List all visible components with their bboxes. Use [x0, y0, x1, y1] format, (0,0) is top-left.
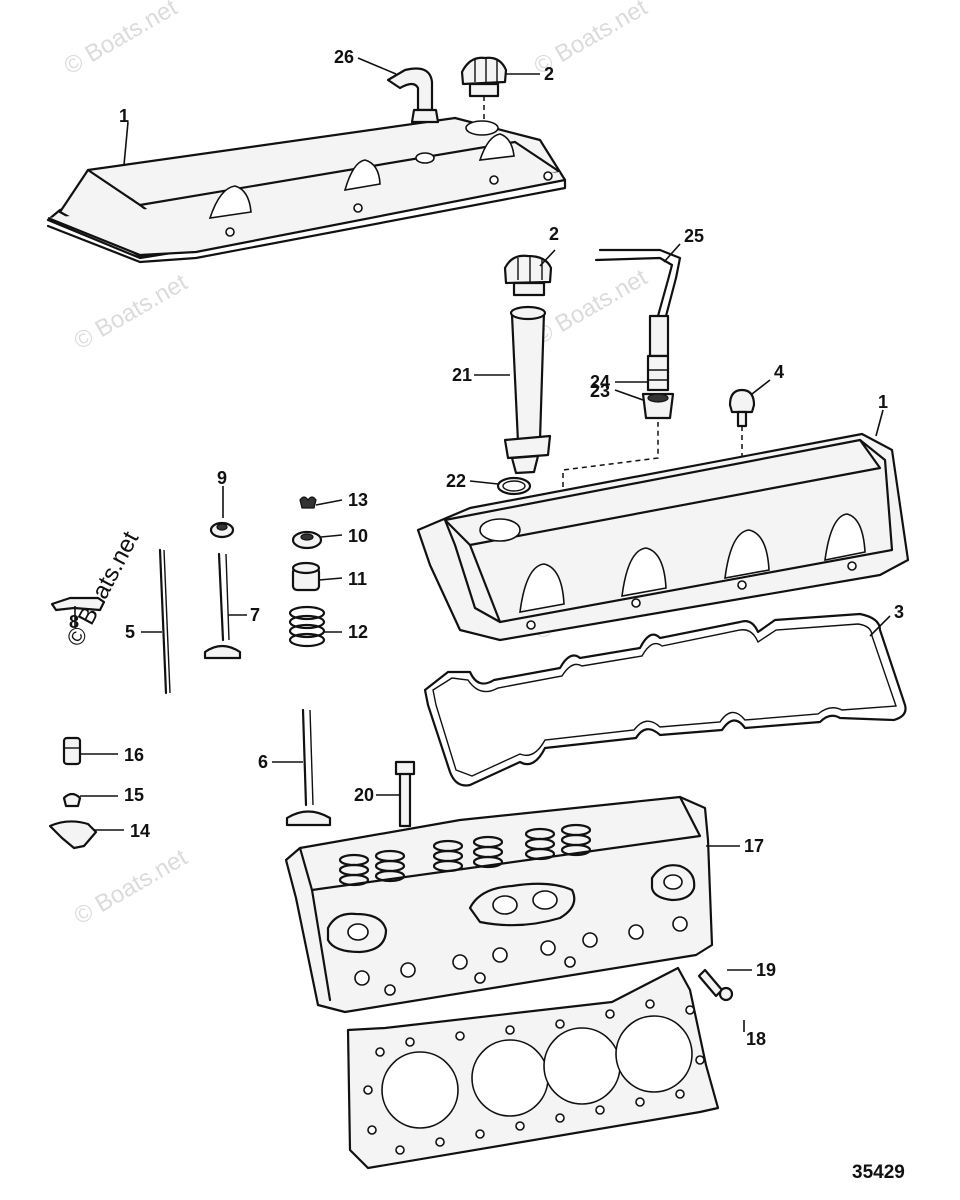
- watermark: © Boats.net: [70, 844, 193, 930]
- pushrod[interactable]: [158, 548, 171, 695]
- callout-24: 24: [590, 372, 610, 392]
- callout-8: 8: [69, 612, 79, 632]
- head-bolt[interactable]: [697, 968, 734, 1002]
- callout-16: 16: [124, 745, 144, 765]
- breather-valve[interactable]: [646, 354, 670, 392]
- callout-20: 20: [354, 785, 374, 805]
- o-ring[interactable]: [496, 476, 532, 496]
- head-gasket[interactable]: [346, 966, 720, 1170]
- callouts: 1 26 2 2 25 21 24 23 4 1 22 3 9 13 10 11…: [69, 47, 904, 1049]
- valve-cover-gasket[interactable]: [423, 612, 907, 787]
- retainer[interactable]: [291, 530, 323, 550]
- callout-2: 2: [544, 64, 554, 84]
- callout-10: 10: [348, 526, 368, 546]
- breather-elbow[interactable]: [386, 67, 440, 124]
- callout-17: 17: [744, 836, 764, 856]
- valve-spring[interactable]: [288, 605, 326, 648]
- intake-valve[interactable]: [285, 708, 332, 827]
- callout-4: 4: [774, 362, 784, 382]
- callout-15: 15: [124, 785, 144, 805]
- leader-lines: [74, 57, 891, 1032]
- callout-14: 14: [130, 821, 150, 841]
- callout-22: 22: [446, 471, 466, 491]
- oil-filler-cap[interactable]: [460, 56, 508, 120]
- cylinder-head[interactable]: [284, 795, 714, 1014]
- watermark: © Boats.net: [60, 0, 183, 80]
- callout-1: 1: [119, 106, 129, 126]
- callout-13: 13: [348, 490, 368, 510]
- valve-cover-right[interactable]: [416, 432, 910, 642]
- callout-7: 7: [250, 605, 260, 625]
- pivot-ball[interactable]: [62, 792, 82, 808]
- callout-1: 1: [878, 392, 888, 412]
- cover-bolt[interactable]: [728, 388, 756, 428]
- exhaust-valve[interactable]: [203, 552, 242, 660]
- rocker-arm[interactable]: [48, 820, 98, 850]
- callout-18: 18: [746, 1029, 766, 1049]
- callout-6: 6: [258, 752, 268, 772]
- callout-25: 25: [684, 226, 704, 246]
- callout-26: 26: [334, 47, 354, 67]
- head-bolt-short[interactable]: [394, 760, 416, 828]
- callout-12: 12: [348, 622, 368, 642]
- valve-lock[interactable]: [299, 496, 317, 509]
- watermark: © Boats.net: [70, 269, 193, 355]
- valve-spring-cap[interactable]: [209, 521, 235, 539]
- breather-hose[interactable]: [594, 248, 682, 358]
- callout-23: 23: [590, 381, 610, 401]
- pushrod-guide[interactable]: [50, 596, 106, 612]
- springs-on-head: [338, 823, 592, 887]
- rocker-stud[interactable]: [62, 736, 82, 766]
- callout-21: 21: [452, 365, 472, 385]
- callout-2: 2: [549, 224, 559, 244]
- grommet[interactable]: [641, 392, 675, 420]
- valve-cover-left[interactable]: [46, 116, 567, 264]
- callout-11: 11: [348, 569, 367, 589]
- callout-9: 9: [217, 468, 227, 488]
- callout-19: 19: [756, 960, 776, 980]
- callout-5: 5: [125, 622, 135, 642]
- valve-seal[interactable]: [291, 561, 321, 592]
- callout-3: 3: [894, 602, 904, 622]
- oil-filler-tube[interactable]: [503, 305, 552, 475]
- oil-filler-cap-lower[interactable]: [503, 254, 553, 297]
- figure-number: 35429: [852, 1162, 905, 1183]
